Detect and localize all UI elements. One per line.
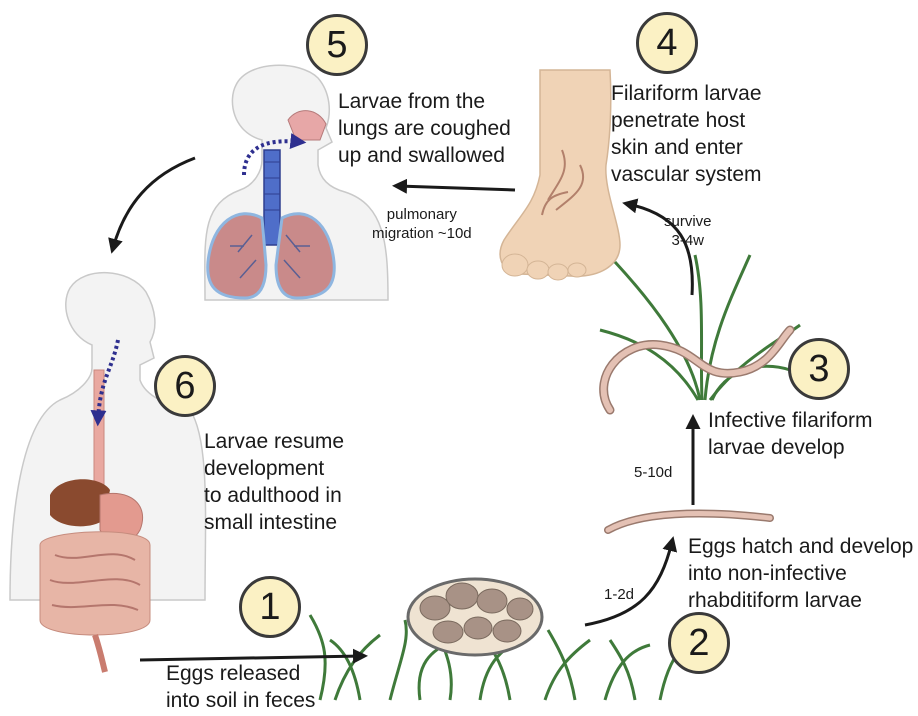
duration-survive-label: survive 3-4w (664, 212, 712, 250)
egg-cluster-icon (408, 579, 542, 655)
step-4-badge: 4 (636, 12, 698, 74)
duration-migration-label: pulmonary migration ~10d (372, 205, 472, 243)
grass-tuft-icon (600, 255, 800, 400)
step-6-number: 6 (174, 365, 195, 408)
step-1-badge: 1 (239, 576, 301, 638)
step-6-text: Larvae resume development to adulthood i… (204, 428, 344, 536)
step-5-number: 5 (326, 24, 347, 67)
step-2-text: Eggs hatch and develop into non-infectiv… (688, 533, 913, 614)
step-2-badge: 2 (668, 612, 730, 674)
step-4-text: Filariform larvae penetrate host skin an… (611, 80, 762, 188)
step-3-text: Infective filariform larvae develop (708, 407, 873, 461)
step-5-badge: 5 (306, 14, 368, 76)
arrow-5-to-6 (113, 158, 195, 248)
step-6-badge: 6 (154, 355, 216, 417)
larva-icon (608, 514, 770, 530)
step-5-text: Larvae from the lungs are coughed up and… (338, 88, 511, 169)
duration-hatch-label: 1-2d (604, 585, 634, 604)
human-digestive-icon (10, 273, 206, 672)
step-3-number: 3 (808, 348, 829, 391)
step-2-number: 2 (688, 622, 709, 665)
step-1-number: 1 (259, 586, 280, 629)
arrow-4-to-5 (398, 186, 515, 190)
arrow-2-to-larva (585, 542, 672, 625)
duration-develop-label: 5-10d (634, 463, 672, 482)
foot-icon (500, 70, 620, 280)
step-1-text: Eggs released into soil in feces (166, 660, 315, 714)
step-3-badge: 3 (788, 338, 850, 400)
step-4-number: 4 (656, 22, 677, 65)
